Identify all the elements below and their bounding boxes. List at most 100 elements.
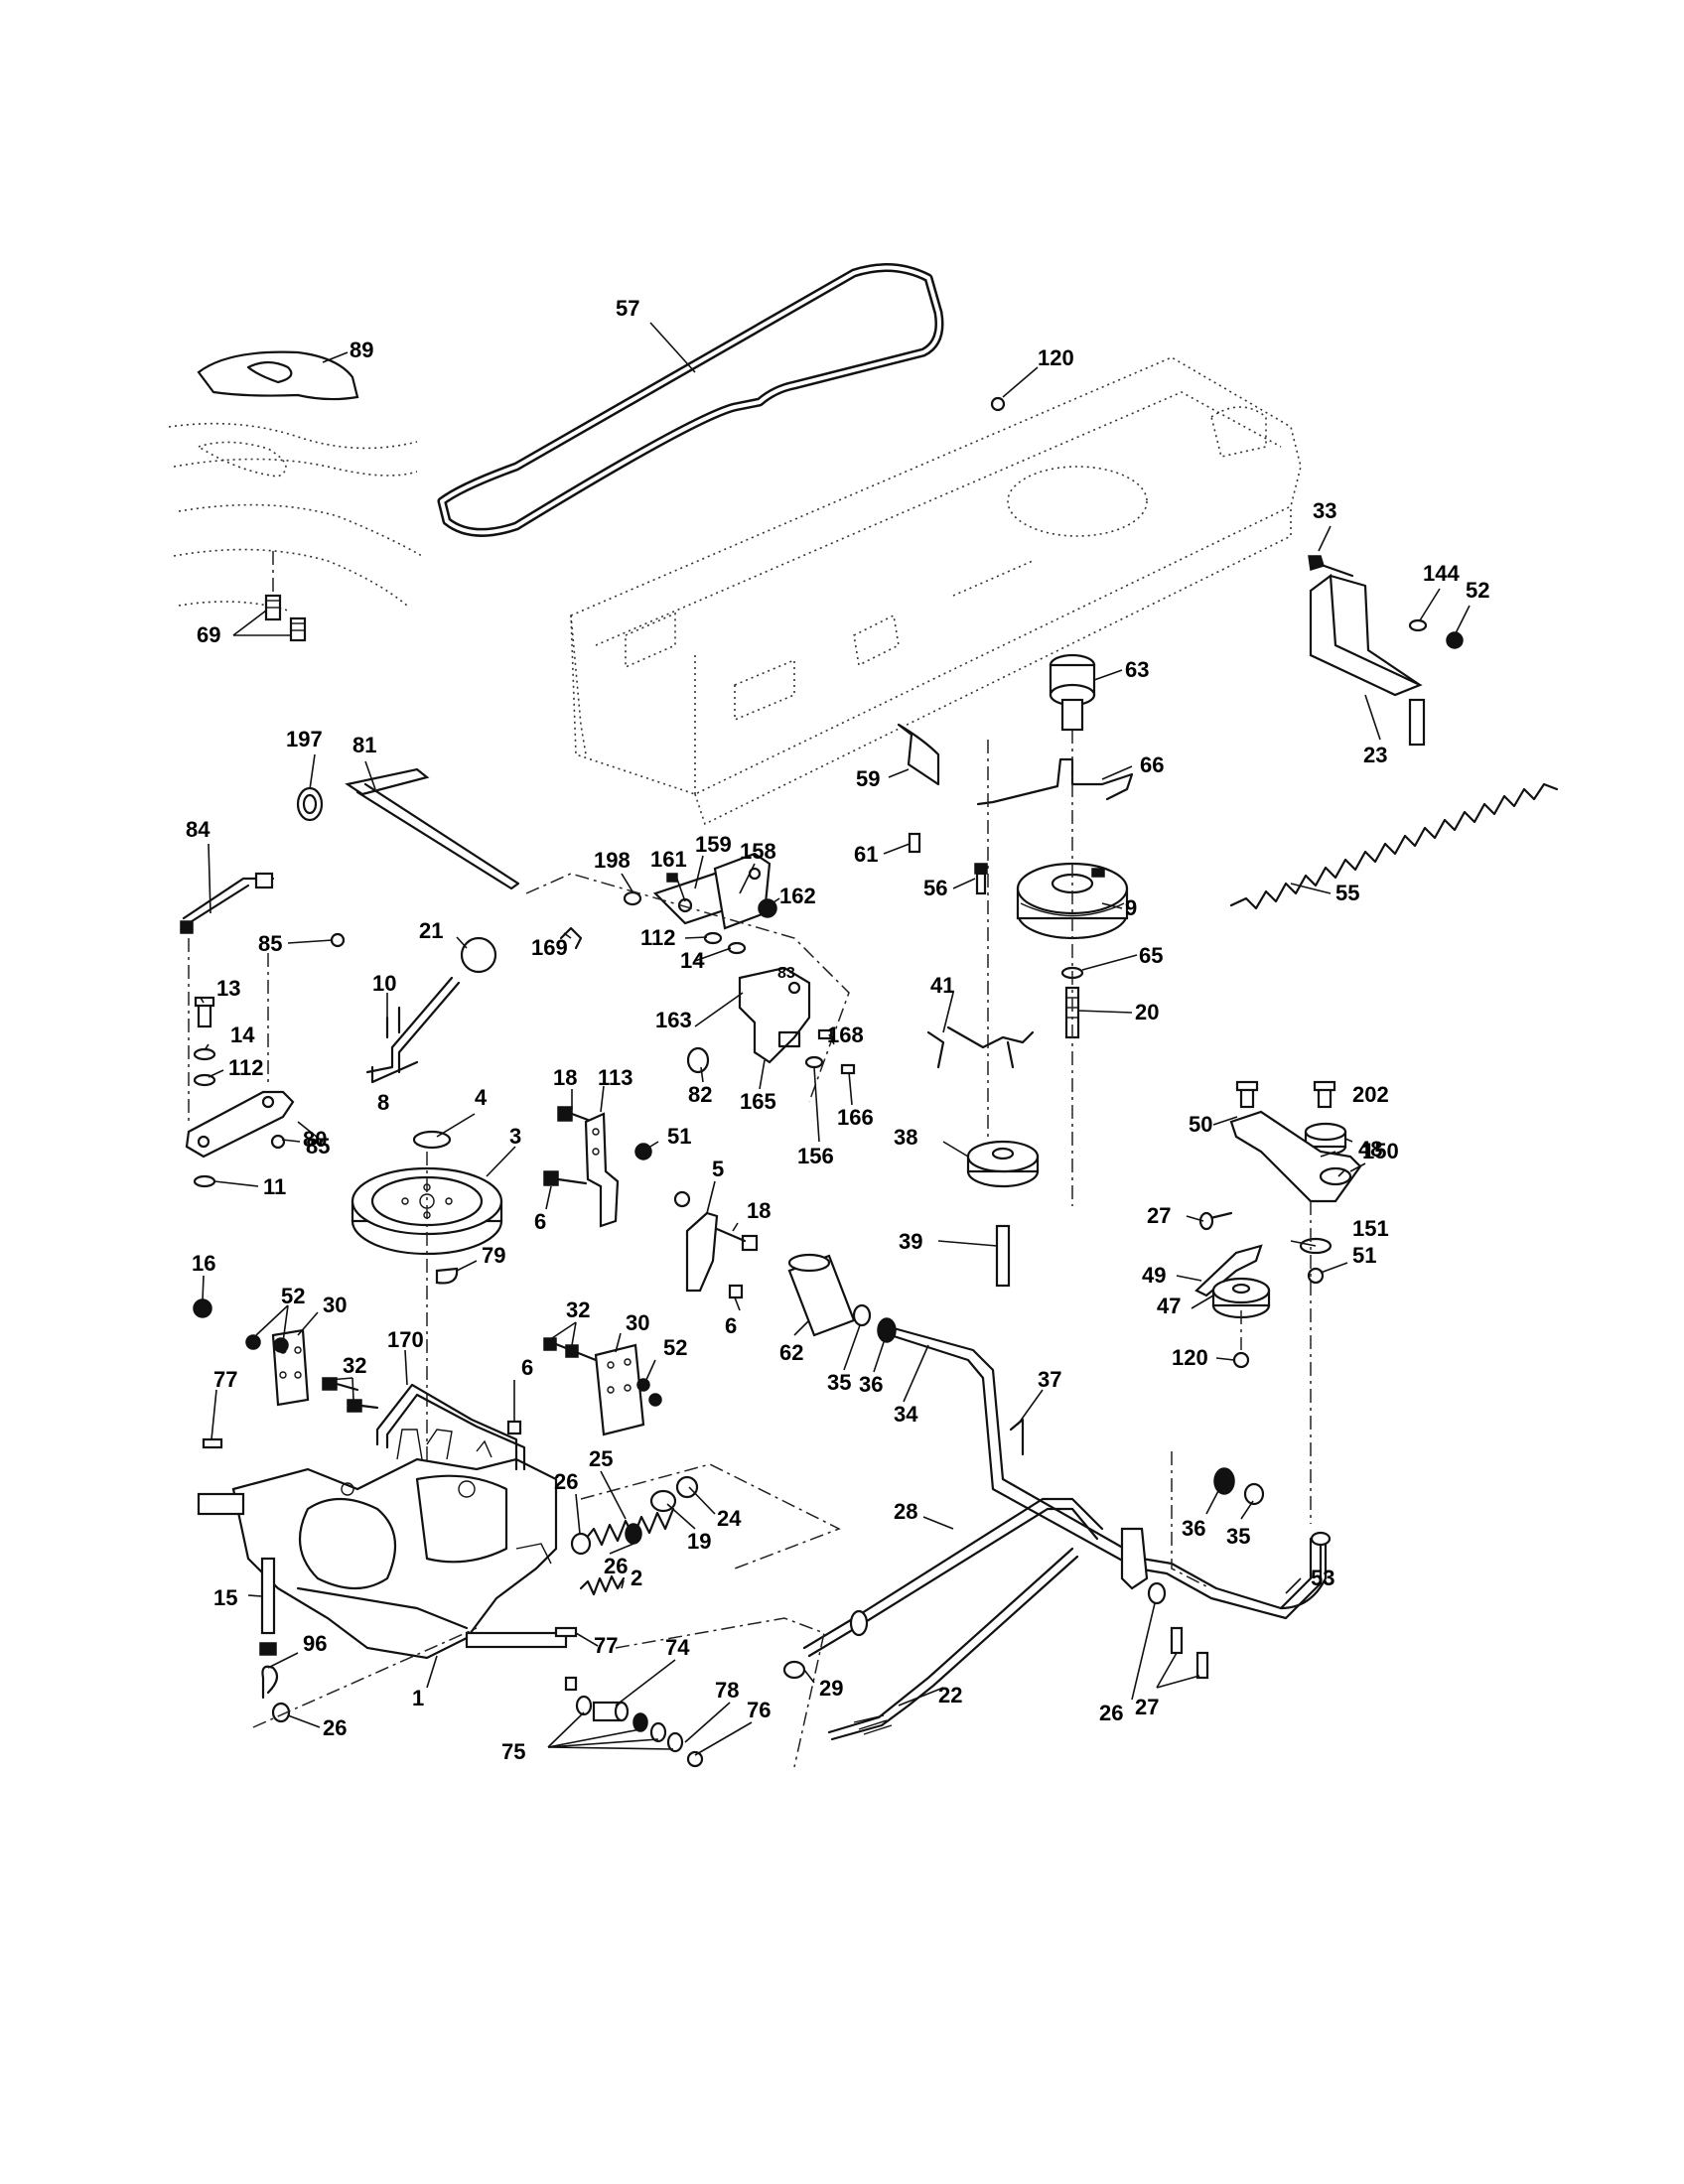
nut-120-top [990,396,1006,412]
nut-51-mid [673,1190,691,1208]
bolt-50 [1235,1080,1259,1109]
bolt-166 [840,1063,856,1075]
callout-30b: 30 [626,1310,649,1335]
callout-18b: 18 [747,1198,771,1223]
callout-89: 89 [350,338,373,362]
washer-35b [1243,1482,1265,1506]
washers-75 [575,1695,684,1753]
callout-84: 84 [186,817,210,842]
callout-151: 151 [1352,1216,1389,1241]
bolt-13 [194,996,215,1028]
spring-55 [1229,782,1559,910]
callout-35a: 35 [827,1370,851,1395]
bracket-113 [584,1112,620,1228]
callout-82: 82 [688,1082,712,1107]
rod-22 [827,1547,1079,1741]
bolts-32b [543,1337,598,1362]
bracket-59 [897,723,940,786]
bracket-80 [185,1090,295,1159]
fender-outline [168,422,423,612]
callout-32a: 32 [343,1353,366,1378]
callout-156: 156 [797,1144,834,1168]
rod-28 [802,1497,1104,1658]
callout-55: 55 [1335,881,1359,905]
callout-150: 150 [1362,1139,1399,1163]
callout-4: 4 [475,1085,488,1110]
callout-14b: 14 [230,1023,255,1047]
bolt-85b [270,1134,286,1150]
bolt-6b [728,1284,744,1299]
axle-pin [564,1676,578,1692]
spacer-150 [1304,1122,1347,1157]
callout-120-top: 120 [1038,345,1074,370]
callout-35b: 35 [1226,1524,1250,1549]
callout-83: 83 [777,965,795,982]
callout-62: 62 [779,1340,803,1365]
callout-36a: 36 [859,1372,883,1397]
callout-61: 61 [854,842,878,867]
nuts-52c [636,1378,662,1407]
bushing-197 [296,786,324,822]
spacer-62 [787,1253,856,1337]
callout-15: 15 [213,1585,237,1610]
callout-49: 49 [1142,1263,1166,1288]
rod-170 [375,1383,526,1471]
callout-52c: 52 [663,1335,687,1360]
bolts-27b [1170,1626,1209,1680]
callout-112b: 112 [228,1055,264,1080]
callout-168: 168 [827,1023,864,1047]
assembly-line-spring [580,1463,841,1570]
pulley-3 [351,1166,503,1256]
bracket-49 [1194,1244,1263,1297]
callout-77b: 77 [594,1633,618,1658]
washer-26d [271,1702,291,1723]
callout-144: 144 [1423,561,1460,586]
callout-20: 20 [1135,1000,1159,1024]
callout-113: 113 [598,1065,633,1090]
pulley-47 [1211,1277,1271,1319]
callout-36b: 36 [1182,1516,1205,1541]
bracket-165 [738,966,811,1064]
callout-63: 63 [1125,657,1149,682]
key-79 [435,1267,459,1285]
pin-77a [202,1437,223,1449]
callout-16: 16 [192,1251,215,1276]
callout-26c: 26 [1099,1701,1123,1725]
callout-28: 28 [894,1499,917,1524]
callout-5: 5 [712,1157,724,1181]
callout-202: 202 [1352,1082,1389,1107]
bolt-18a [557,1106,590,1122]
callout-21: 21 [419,918,443,943]
callout-78: 78 [715,1678,739,1703]
callout-198: 198 [594,848,631,873]
callout-53: 53 [1311,1566,1334,1590]
callout-23: 23 [1363,743,1387,767]
callout-26b: 26 [604,1554,628,1578]
bolt-18b [715,1227,759,1252]
callout-161: 161 [650,847,687,872]
nut-51a [634,1143,652,1160]
callout-112a: 112 [640,925,676,950]
shaft-34 [892,1326,1323,1620]
washer-35a [852,1303,872,1327]
leader-lines [200,322,1471,1756]
callout-48: 48 [1358,1137,1382,1161]
callout-158: 158 [740,839,776,864]
bracket-37 [1009,1418,1025,1456]
washer-156 [804,1055,824,1069]
bolt-61 [908,832,921,854]
callout-120-bottom: 120 [1172,1345,1208,1370]
clip-53 [1279,1531,1332,1610]
nuts-52b [245,1334,289,1353]
callout-6b: 6 [725,1313,737,1338]
transaxle-1 [197,1429,568,1660]
bushing-29 [782,1660,806,1680]
bolt-168 [817,1028,833,1040]
callout-38: 38 [894,1125,917,1150]
assembly-line-right [1171,1451,1207,1587]
nut-120-bottom [1232,1351,1250,1369]
bolts-69 [264,551,307,642]
callout-14a: 14 [680,948,705,973]
bolt-15 [259,1557,277,1656]
